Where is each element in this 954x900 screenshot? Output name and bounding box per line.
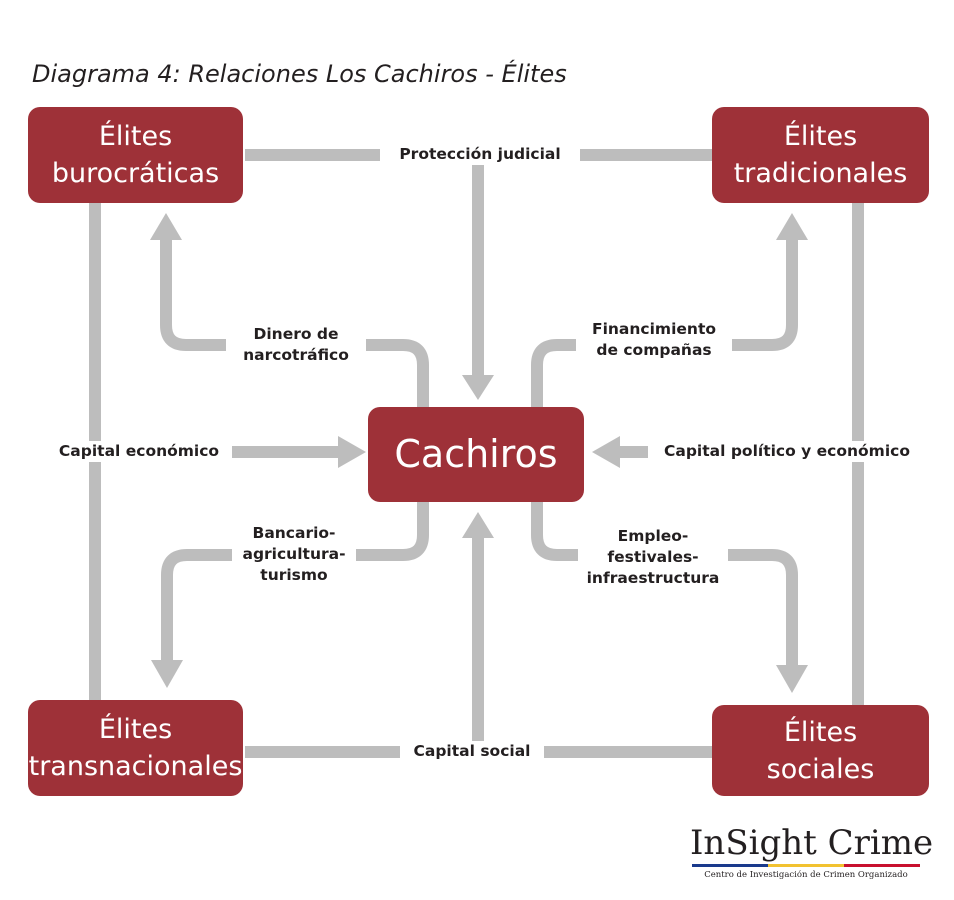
node-cachiros-label: Cachiros (394, 432, 558, 476)
edge-label-line1: Bancario- (252, 524, 336, 542)
arrowhead-capital-politico (592, 436, 620, 468)
edge-label-line3: turismo (260, 566, 328, 584)
edge-label-capital-social: Capital social (400, 741, 544, 762)
edge-label-bancario: Bancario- agricultura- turismo (232, 523, 356, 586)
node-elites-transnacionales: Élites transnacionales (28, 700, 243, 796)
node-elites-tradicionales: Élites tradicionales (712, 107, 929, 203)
logo-name: InSight Crime (690, 823, 934, 863)
diagram-title: Diagrama 4: Relaciones Los Cachiros - Él… (32, 60, 567, 88)
node-label-line2: tradicionales (733, 158, 908, 189)
edge-label-line2: narcotráfico (243, 346, 349, 364)
insight-crime-logo: InSight Crime Centro de Investigación de… (690, 822, 934, 884)
node-elites-burocraticas: Élites burocráticas (28, 107, 243, 203)
node-label-line2: burocráticas (51, 158, 220, 189)
edge-label-dinero-narcotrafico: Dinero de narcotráfico (226, 324, 366, 366)
arrowhead-capital-economico (338, 436, 366, 468)
edge-label-empleo: Empleo- festivales- infraestructura (578, 526, 728, 589)
arrowhead-bancario (151, 660, 183, 688)
edge-label-line2: de compañas (596, 341, 712, 359)
node-elites-sociales: Élites sociales (712, 705, 929, 796)
edge-label-capital-politico: Capital político y económico (648, 441, 926, 462)
edge-label-line2: agricultura- (242, 545, 346, 563)
node-cachiros: Cachiros (368, 407, 584, 502)
arrowhead-capital-social (462, 512, 494, 538)
node-label-line2: sociales (766, 753, 875, 785)
arrowhead-dinero (150, 213, 182, 240)
edge-label-line3: infraestructura (586, 569, 720, 587)
edge-label-proteccion-judicial: Protección judicial (380, 144, 580, 165)
arrowhead-proteccion (462, 375, 494, 400)
edge-label-capital-economico: Capital económico (46, 441, 232, 462)
arrowhead-financiamiento (776, 213, 808, 240)
arrowhead-empleo (776, 665, 808, 693)
edge-label-line1: Financimiento (592, 320, 716, 338)
node-label-line1: Élites (98, 714, 173, 745)
edge-label-line2: festivales- (607, 548, 699, 566)
edge-label-line1: Dinero de (253, 325, 339, 343)
edge-label-line1: Empleo- (617, 527, 689, 545)
logo-subtitle: Centro de Investigación de Crimen Organi… (704, 870, 908, 880)
logo-color-bar (692, 864, 920, 867)
node-label-line1: Élites (98, 121, 173, 152)
node-label-line1: Élites (783, 716, 858, 748)
node-label-line1: Élites (783, 121, 858, 152)
node-label-line2: transnacionales (28, 751, 243, 782)
edge-label-financiamiento: Financimiento de compañas (576, 319, 732, 361)
